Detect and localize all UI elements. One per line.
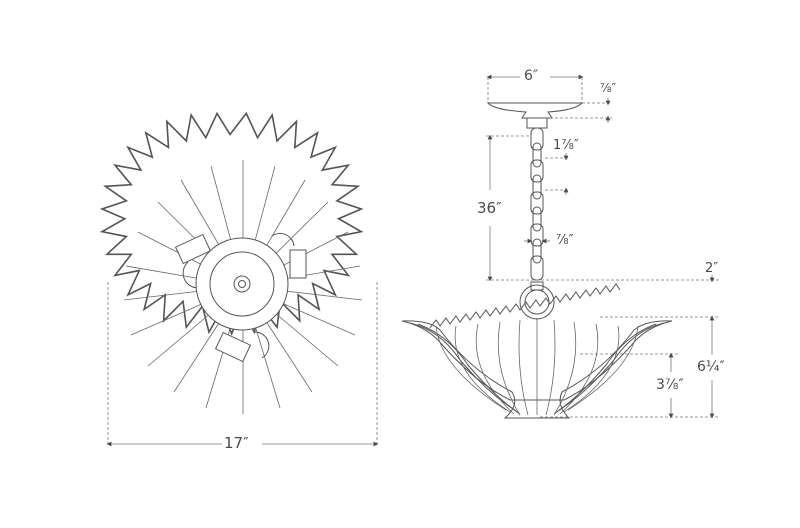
overall-width-label: 17″ xyxy=(224,434,249,452)
canopy-height-label: ⅞″ xyxy=(600,81,617,95)
canopy-inner xyxy=(209,251,275,317)
canopy-stem xyxy=(526,117,548,129)
bowl-leaf-strands xyxy=(435,318,639,416)
bowl-serrated-rim xyxy=(429,283,621,329)
loop-bottom xyxy=(253,331,270,359)
bowl-base-height-label: 3⅞″ xyxy=(656,377,684,393)
shackle-height-label: 2″ xyxy=(705,261,719,276)
chain-link-width-label: ⅞″ xyxy=(556,233,574,248)
canopy-outer xyxy=(195,237,289,331)
loop-right xyxy=(271,232,295,247)
socket-left xyxy=(174,233,212,265)
chain xyxy=(530,127,544,281)
width-dimension xyxy=(106,282,379,447)
canopy-plate xyxy=(486,102,584,119)
canopy-hole xyxy=(238,280,246,288)
chain-length-label: 36″ xyxy=(477,199,502,217)
side-dimensions xyxy=(486,74,720,419)
chain-link-length-label: 1⅞″ xyxy=(553,138,579,153)
top-view xyxy=(99,111,364,414)
side-view xyxy=(401,102,673,419)
fixture-height-label: 6¼″ xyxy=(697,359,725,375)
socket-bottom xyxy=(214,331,252,363)
canopy-width-label: 6″ xyxy=(524,68,539,84)
canopy-nut xyxy=(233,275,251,293)
socket-right xyxy=(289,249,307,279)
